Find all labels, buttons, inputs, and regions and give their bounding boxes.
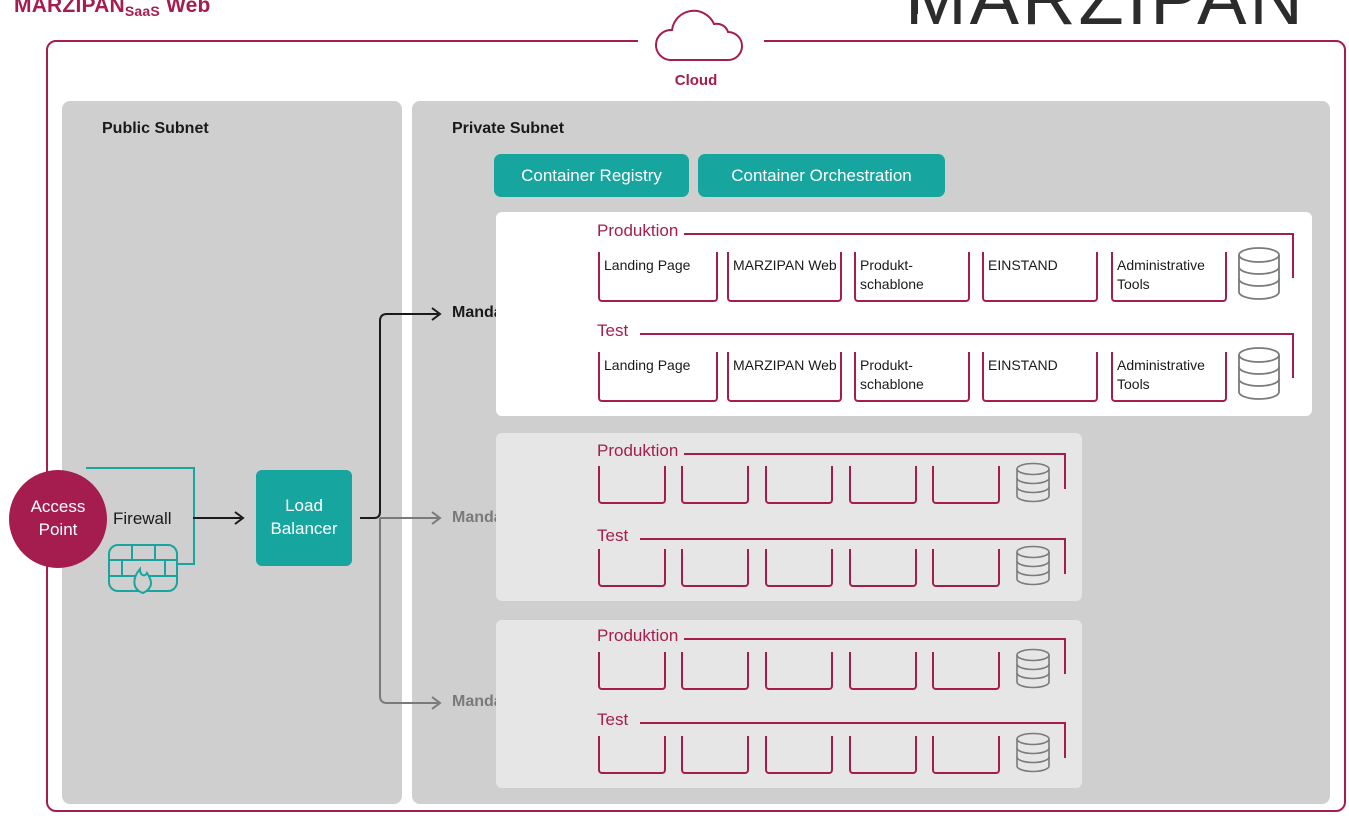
database-icon — [1238, 347, 1280, 400]
env-label-test: Test — [597, 710, 635, 730]
container-registry-button[interactable]: Container Registry — [494, 154, 689, 197]
firewall-bracket — [86, 467, 195, 565]
app-slot — [598, 652, 666, 690]
brand-logo: MARZIPAN — [905, 0, 1306, 36]
env-line-end — [1064, 538, 1066, 574]
database-icon — [1238, 247, 1280, 300]
database-icon — [1016, 545, 1050, 586]
app-slot — [849, 736, 917, 774]
firewall-icon — [108, 544, 178, 595]
access-point[interactable]: Access Point — [9, 470, 107, 568]
app-administrative-tools[interactable]: Administrative Tools — [1111, 252, 1227, 302]
app-produktschablone[interactable]: Produkt- schablone — [854, 352, 970, 402]
app-slot — [932, 652, 1000, 690]
env-line-end — [1064, 638, 1066, 674]
env-line-end — [1292, 333, 1294, 378]
database-icon — [1016, 732, 1050, 773]
mandant-a-panel — [496, 212, 1312, 416]
database-icon — [1016, 648, 1050, 689]
env-line-end — [1064, 453, 1066, 489]
env-line — [640, 638, 1066, 640]
app-slot — [598, 736, 666, 774]
app-landing-page[interactable]: Landing Page — [598, 252, 718, 302]
app-slot — [681, 466, 749, 504]
env-line — [640, 538, 1066, 540]
container-orchestration-button[interactable]: Container Orchestration — [698, 154, 945, 197]
env-label-produktion: Produktion — [597, 441, 685, 461]
app-slot — [681, 736, 749, 774]
env-line-end — [1292, 233, 1294, 278]
app-slot — [765, 652, 833, 690]
app-slot — [598, 466, 666, 504]
env-line — [640, 333, 1294, 335]
app-landing-page[interactable]: Landing Page — [598, 352, 718, 402]
app-einstand[interactable]: EINSTAND — [982, 252, 1098, 302]
env-label-produktion: Produktion — [597, 626, 685, 646]
env-line — [640, 722, 1066, 724]
public-subnet — [62, 101, 402, 804]
app-slot — [681, 652, 749, 690]
diagram-title: MARZIPANSaaS Web — [14, 0, 211, 19]
cloud-label: Cloud — [674, 72, 718, 89]
env-line — [640, 453, 1066, 455]
app-slot — [849, 652, 917, 690]
app-slot — [598, 549, 666, 587]
env-label-produktion: Produktion — [597, 221, 685, 241]
firewall-label: Firewall — [113, 509, 172, 528]
app-slot — [765, 549, 833, 587]
app-slot — [765, 466, 833, 504]
public-subnet-title: Public Subnet — [102, 120, 209, 137]
database-icon — [1016, 462, 1050, 503]
app-slot — [681, 549, 749, 587]
env-line-end — [1064, 722, 1066, 758]
load-balancer[interactable]: Load Balancer — [256, 470, 352, 566]
app-administrative-tools[interactable]: Administrative Tools — [1111, 352, 1227, 402]
app-slot — [932, 736, 1000, 774]
cloud-icon — [654, 9, 743, 61]
mandant-c-panel — [496, 620, 1082, 788]
app-slot — [765, 736, 833, 774]
app-produktschablone[interactable]: Produkt- schablone — [854, 252, 970, 302]
app-marzipan-web[interactable]: MARZIPAN Web — [727, 252, 842, 302]
app-slot — [849, 466, 917, 504]
brand-logo-bar — [916, 0, 918, 14]
env-label-test: Test — [597, 526, 635, 546]
app-slot — [932, 549, 1000, 587]
env-line — [640, 233, 1294, 235]
app-slot — [932, 466, 1000, 504]
env-label-test: Test — [597, 321, 635, 341]
app-marzipan-web[interactable]: MARZIPAN Web — [727, 352, 842, 402]
mandant-b-panel — [496, 433, 1082, 601]
private-subnet-title: Private Subnet — [452, 120, 565, 137]
app-einstand[interactable]: EINSTAND — [982, 352, 1098, 402]
app-slot — [849, 549, 917, 587]
